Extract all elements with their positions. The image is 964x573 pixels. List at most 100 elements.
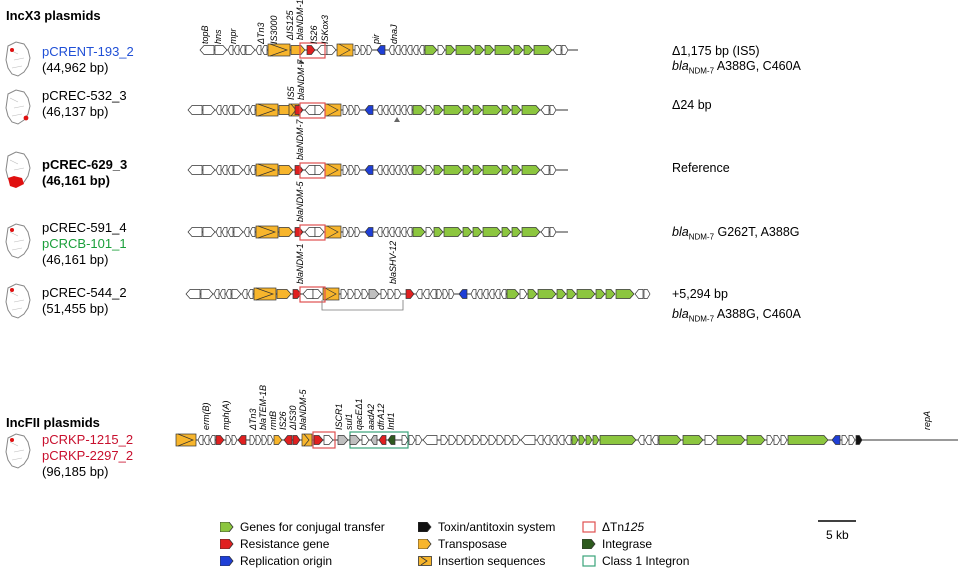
gene-arrow [643, 289, 651, 299]
gene-arrow [261, 45, 268, 55]
gene-arrow [537, 289, 557, 299]
plasmid-name: pCREC-532_3 [42, 88, 127, 103]
gene-arrow [304, 165, 316, 175]
gene-arrow [245, 45, 256, 55]
gene-arrow [500, 289, 507, 299]
gene-arrow [658, 435, 682, 445]
gene-arrow [382, 105, 389, 115]
gene-arrow [464, 435, 473, 445]
gene-label: repA [922, 410, 932, 430]
blue-arrow-icon [220, 556, 234, 566]
insertion-sequence-arrow [303, 433, 310, 447]
plasmid-name: pCREC-544_2 [42, 285, 127, 300]
gene-label: IntI1 [386, 412, 396, 430]
gene-arrow [406, 227, 413, 237]
gene-arrow [376, 227, 383, 237]
gene-label: blaSHV-12 [388, 240, 398, 284]
gene-arrow [440, 435, 449, 445]
gene-arrow [187, 227, 203, 237]
black-arrow-icon [418, 522, 432, 532]
gene-arrow [540, 165, 550, 175]
gene-arrow [484, 45, 495, 55]
gene-arrow [448, 435, 457, 445]
gene-arrow [354, 105, 361, 115]
gene-arrow [557, 435, 565, 445]
gene-arrow [304, 105, 316, 115]
gene-arrow [292, 435, 301, 445]
insertion-sequence-arrow [255, 287, 275, 301]
gene-arrow [425, 105, 434, 115]
gene-arrow [219, 289, 226, 299]
gene-arrow [422, 289, 430, 299]
gene-arrow [231, 435, 238, 445]
gene-arrow [400, 45, 407, 55]
gene-arrow [388, 45, 395, 55]
gene-arrow [348, 105, 355, 115]
gene-arrow [225, 289, 232, 299]
gene-arrow [354, 289, 362, 299]
gene-arrow [382, 165, 389, 175]
gene-map-diagram [175, 42, 958, 449]
gene-arrow [482, 105, 502, 115]
gene-arrow [227, 45, 234, 55]
gene-arrow [445, 45, 456, 55]
gene-arrow [364, 227, 374, 237]
region-box [299, 224, 326, 241]
gene-arrow [422, 435, 438, 445]
gene-arrow [267, 435, 274, 445]
gene-arrow [494, 289, 501, 299]
gene-label: blaNDM-1 [295, 0, 305, 40]
insertion-sequence [175, 433, 197, 447]
gene-label: ΔIS125 [285, 10, 295, 40]
region-box [299, 286, 326, 303]
plasmid-size: (46,161 bp) [42, 252, 109, 267]
gene-arrow [231, 289, 242, 299]
gene-label: sul1 [344, 413, 354, 430]
gene-arrow [773, 435, 781, 445]
gene-arrow [406, 45, 413, 55]
gene-arrow [549, 227, 557, 237]
gene-arrow [571, 435, 579, 445]
gene-arrow [472, 165, 483, 175]
gene-arrow [387, 435, 396, 445]
gene-arrow [474, 45, 485, 55]
plasmid-name-2: pCRKP-2297_2 [42, 448, 134, 463]
gene-arrow [249, 227, 256, 237]
gene-label: blaNDM-5 [295, 181, 305, 222]
gene-arrow [314, 105, 325, 115]
gene-arrow [550, 435, 558, 445]
note-line: Δ24 bp [672, 98, 712, 112]
gene-arrow [394, 289, 402, 299]
gene-arrow [342, 165, 349, 175]
note-5: +5,294 bp blaNDM-7 A388G, C460A [672, 287, 801, 327]
gene-arrow [202, 165, 216, 175]
gene-arrow [462, 105, 473, 115]
gene-arrow [247, 289, 254, 299]
gene-arrow [566, 289, 577, 299]
gene-label: IS3000 [269, 15, 279, 44]
gene-label: rmtB [268, 411, 278, 430]
gene-arrow [424, 45, 438, 55]
insertion-sequence-arrow [324, 287, 337, 301]
region-box [312, 431, 336, 449]
gene-arrow [400, 227, 407, 237]
gene-arrow [644, 435, 652, 445]
gene-label: aadA2 [366, 403, 376, 430]
gene-arrow [323, 435, 334, 445]
gene-arrow [273, 435, 283, 445]
gene-arrow [388, 227, 395, 237]
gene-arrow [221, 165, 228, 175]
gene-arrow [405, 289, 415, 299]
gene-arrow [202, 227, 216, 237]
gene-arrow [494, 45, 514, 55]
gene-arrow [354, 227, 361, 237]
note-line: blaNDM-7 G262T, A388G [672, 225, 800, 242]
gene-arrow [378, 435, 387, 445]
gene-arrow [533, 45, 553, 55]
gene-arrow [536, 435, 544, 445]
gene-arrow [294, 105, 304, 115]
gene-arrow [249, 435, 256, 445]
gene-arrow [380, 289, 388, 299]
gene-arrow [233, 105, 244, 115]
gene-arrow [276, 289, 292, 299]
